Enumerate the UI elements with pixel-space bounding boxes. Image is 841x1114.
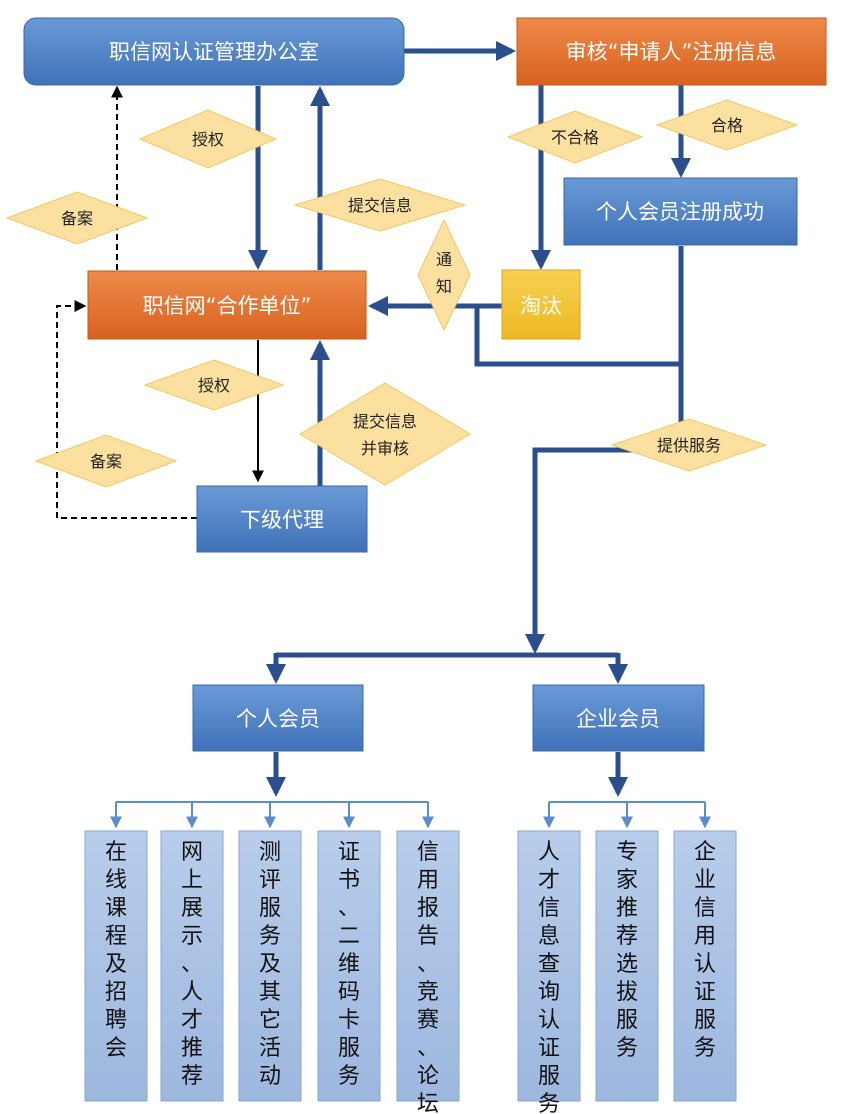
node-office-label: 职信网认证管理办公室	[109, 40, 319, 64]
node-enterprise-member: 企业会员	[532, 684, 705, 752]
personal-service-box-5: 信用报告、竞赛、论坛	[396, 830, 460, 1114]
diamond-record-2-label: 备案	[90, 452, 122, 471]
diamond-unqualified-label: 不合格	[551, 128, 599, 147]
node-register-success: 个人会员注册成功	[563, 177, 798, 246]
enterprise-service-box-2: 专家推荐选拔服务	[595, 830, 659, 1102]
diamond-notify: 通 知	[417, 218, 471, 332]
personal-service-box-label: 在线课程及招聘会	[105, 840, 127, 1061]
diamond-auth-1: 授权	[138, 109, 278, 169]
line-success-to-partner	[474, 306, 681, 367]
node-personal-member-label: 个人会员	[236, 707, 320, 731]
diamond-auth-2: 授权	[143, 359, 285, 411]
node-review-label: 审核“申请人”注册信息	[566, 40, 777, 64]
personal-services-group: 在线课程及招聘会 网上展示、人才推荐 测评服务及其它活动 证书、二维码卡服务 信用报告、…	[84, 830, 460, 1114]
node-personal-member: 个人会员	[192, 684, 364, 752]
diamond-auth-1-label: 授权	[192, 130, 224, 149]
personal-service-box-3: 测评服务及其它活动	[238, 830, 302, 1102]
node-review: 审核“申请人”注册信息	[516, 17, 827, 86]
node-eliminate-label: 淘汰	[520, 294, 562, 318]
personal-service-box-2: 网上展示、人才推荐	[160, 830, 224, 1102]
enterprise-service-box-label: 专家推荐选拔服务	[616, 840, 638, 1061]
dashed-record-to-partner	[56, 300, 197, 519]
diamond-record-2: 备案	[34, 434, 178, 488]
diamond-submit-info-label: 提交信息	[348, 196, 412, 215]
enterprise-service-box-label: 企业信用认证服务	[694, 840, 716, 1061]
enterprise-service-box-label: 人才信息查询认证服务	[538, 840, 560, 1114]
personal-service-box-label: 测评服务及其它活动	[259, 840, 281, 1089]
node-office: 职信网认证管理办公室	[23, 17, 405, 86]
diamond-provide-service-label: 提供服务	[657, 436, 721, 455]
node-enterprise-member-label: 企业会员	[576, 707, 660, 731]
diamond-auth-2-label: 授权	[198, 376, 230, 395]
node-eliminate: 淘汰	[501, 269, 581, 340]
diamond-submit-review-label-1: 提交信息	[353, 412, 417, 431]
diamond-notify-label-2: 知	[436, 277, 452, 296]
personal-service-box-4: 证书、二维码卡服务	[317, 830, 381, 1102]
node-register-success-label: 个人会员注册成功	[596, 200, 764, 224]
node-sub-agent-label: 下级代理	[240, 508, 324, 532]
connectors	[56, 41, 711, 829]
personal-service-box-label: 网上展示、人才推荐	[181, 840, 203, 1089]
personal-service-box-label: 信用报告、竞赛、论坛	[417, 840, 439, 1114]
diamond-submit-review: 提交信息 并审核	[299, 382, 471, 486]
enterprise-services-group: 人才信息查询认证服务 专家推荐选拔服务 企业信用认证服务	[517, 830, 737, 1114]
node-partner-label: 职信网“合作单位”	[143, 294, 312, 318]
enterprise-service-box-3: 企业信用认证服务	[673, 830, 737, 1102]
personal-service-box-1: 在线课程及招聘会	[84, 830, 148, 1102]
personal-service-box-label: 证书、二维码卡服务	[338, 840, 360, 1089]
diamond-record-1-label: 备案	[61, 209, 93, 228]
line-provide-service	[525, 447, 681, 654]
diamond-record-1: 备案	[5, 191, 149, 245]
diamond-notify-label-1: 通	[436, 250, 452, 269]
diamond-provide-service: 提供服务	[610, 418, 768, 472]
diamond-qualified-label: 合格	[711, 116, 743, 135]
node-sub-agent: 下级代理	[196, 485, 368, 553]
diamond-qualified: 合格	[655, 99, 799, 151]
enterprise-service-box-1: 人才信息查询认证服务	[517, 830, 581, 1114]
node-partner: 职信网“合作单位”	[87, 270, 367, 340]
diamond-unqualified: 不合格	[506, 110, 644, 164]
diamond-submit-info: 提交信息	[293, 178, 467, 232]
diamond-submit-review-label-2: 并审核	[361, 439, 409, 458]
